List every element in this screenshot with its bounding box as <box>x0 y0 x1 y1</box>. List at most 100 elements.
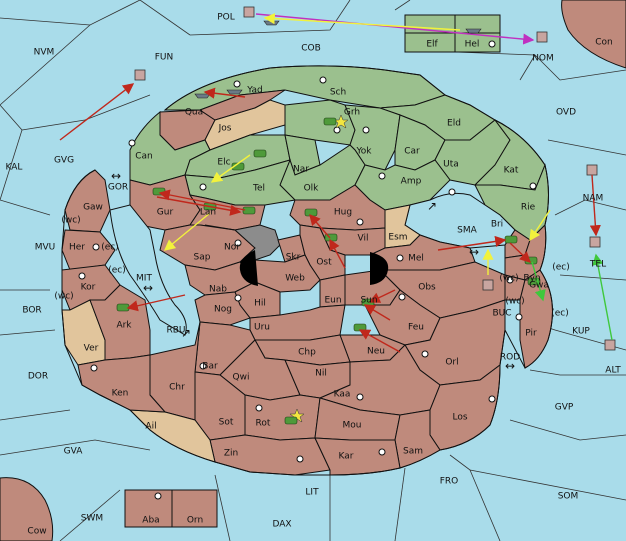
supply-center-icon <box>378 448 386 456</box>
label-car: Car <box>404 147 420 157</box>
label-sot: Sot <box>219 418 234 428</box>
label-ec3: (ec) <box>108 266 126 276</box>
army-unit-icon[interactable] <box>323 117 337 126</box>
supply-center-icon <box>199 183 207 191</box>
territory-con[interactable] <box>561 0 626 69</box>
label-sch: Sch <box>330 88 346 98</box>
label-ark: Ark <box>116 321 132 331</box>
label-sma: SMA <box>457 226 477 236</box>
fleet-unit-icon[interactable] <box>465 28 482 34</box>
label-nog: Nog <box>214 305 232 315</box>
label-kar: Kar <box>339 452 354 462</box>
label-nvm: NVM <box>34 48 55 58</box>
supply-center-icon <box>515 313 523 321</box>
army-unit-icon[interactable] <box>504 235 518 244</box>
fleet-unit-icon[interactable] <box>194 93 211 99</box>
supply-center-icon <box>199 362 207 370</box>
army-unit-icon[interactable] <box>353 323 367 332</box>
label-eun: Eun <box>324 296 341 306</box>
label-chp: Chp <box>298 348 316 358</box>
army-unit-icon[interactable] <box>116 303 130 312</box>
supply-center-icon <box>92 243 100 251</box>
label-skr: Skr <box>286 253 301 263</box>
label-esm: Esm <box>388 233 407 243</box>
fleet-unit-icon[interactable] <box>226 89 243 95</box>
supply-center-icon <box>448 188 456 196</box>
label-som: SOM <box>558 492 579 502</box>
label-gor: GOR <box>108 183 128 193</box>
label-bri: Bri <box>491 220 503 230</box>
supply-center-icon <box>255 404 263 412</box>
supply-center-icon <box>78 272 86 280</box>
label-nab: Nab <box>209 285 227 295</box>
label-bor: BOR <box>22 306 41 316</box>
label-feu: Feu <box>408 323 424 333</box>
label-rot: Rot <box>256 419 271 429</box>
label-ost: Ost <box>316 258 332 268</box>
label-sam: Sam <box>403 447 423 457</box>
sea-mit[interactable] <box>109 204 187 336</box>
label-mel: Mel <box>408 254 424 264</box>
label-wc3: (wc) <box>54 292 73 302</box>
army-unit-icon[interactable] <box>284 416 298 425</box>
label-pol: POL <box>217 13 235 23</box>
label-olk: Olk <box>304 184 320 194</box>
label-tel: Tel <box>252 184 265 194</box>
label-wc1: (wc) <box>61 216 80 226</box>
build-marker-icon <box>586 164 598 176</box>
supply-center-icon <box>529 182 537 190</box>
label-her: Her <box>69 243 85 253</box>
label-gwa: Gwa <box>529 281 549 291</box>
supply-center-icon <box>356 393 364 401</box>
label-rod: ROD <box>500 353 520 363</box>
label-aba: Aba <box>142 516 159 526</box>
label-lan: Lan <box>200 208 216 218</box>
label-kup: KUP <box>572 327 590 337</box>
convoy-link-icon: ↔ <box>143 281 153 295</box>
label-amp: Amp <box>401 177 422 187</box>
territory-nor[interactable] <box>204 224 281 263</box>
label-alt: ALT <box>605 366 621 376</box>
supply-center-icon <box>154 492 162 500</box>
army-unit-icon[interactable] <box>304 208 318 217</box>
label-cow: Cow <box>27 527 46 537</box>
lake-west[interactable] <box>239 250 258 286</box>
label-bar: Bar <box>202 362 218 372</box>
convoy-link-icon: ↔ <box>469 245 479 259</box>
label-hug: Hug <box>334 208 352 218</box>
label-buc: BUC <box>492 309 511 319</box>
territory-orn[interactable] <box>171 489 218 528</box>
label-hel: Hel <box>465 40 480 50</box>
territory-cow[interactable] <box>0 477 54 541</box>
label-mou: Mou <box>343 421 362 431</box>
supply-center-icon <box>488 40 496 48</box>
label-byn: Byn <box>523 274 540 284</box>
label-kaa: Kaa <box>334 390 351 400</box>
label-gvg: GVG <box>54 156 74 166</box>
label-qwi: Qwi <box>233 373 250 383</box>
label-ver: Ver <box>84 344 99 354</box>
build-marker-icon <box>243 6 255 18</box>
label-nam: NAM <box>583 194 604 204</box>
label-neu: Neu <box>367 347 385 357</box>
supply-center-icon <box>396 254 404 262</box>
label-grh: Grh <box>344 108 360 118</box>
label-pir: Pir <box>525 329 537 339</box>
label-obs: Obs <box>418 283 436 293</box>
label-orl: Orl <box>445 358 458 368</box>
label-web: Web <box>285 274 305 284</box>
territory-rot[interactable] <box>244 394 321 441</box>
army-unit-icon[interactable] <box>253 149 267 158</box>
label-wc4: (wc) <box>505 297 524 307</box>
label-ovd: OVD <box>556 108 576 118</box>
label-nil: Nil <box>315 369 327 379</box>
ring-coast <box>61 65 553 476</box>
label-nar: Nar <box>293 165 309 175</box>
army-unit-icon[interactable] <box>242 206 256 215</box>
label-yad: Yad <box>246 86 263 96</box>
label-gur: Gur <box>157 208 174 218</box>
fleet-unit-icon[interactable] <box>263 20 280 26</box>
lake-east[interactable] <box>370 252 389 285</box>
label-uru: Uru <box>254 323 270 333</box>
